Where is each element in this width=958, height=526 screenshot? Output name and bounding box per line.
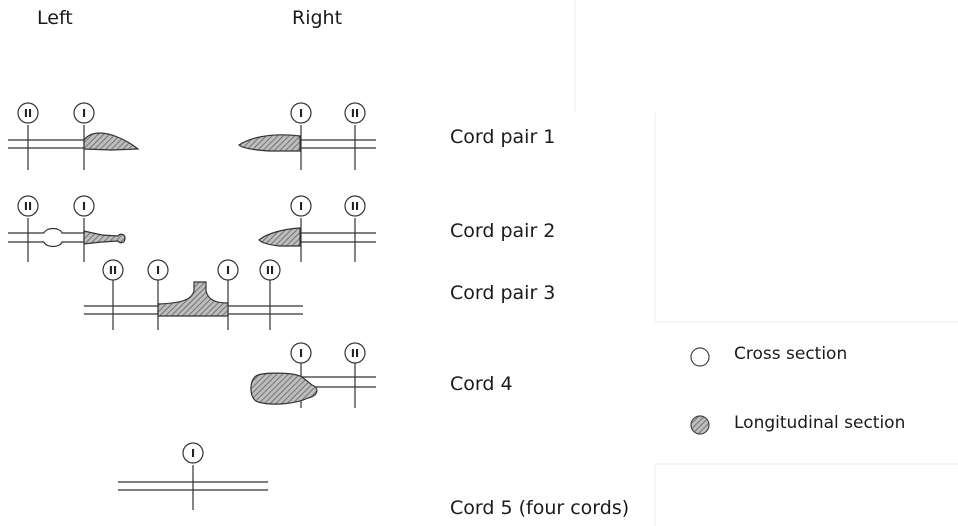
header-right: Right [292,7,343,29]
marker-single: I [82,107,86,120]
row-label-cord-5: Cord 5 (four cords) [450,497,630,519]
cord-pair-2-right [258,218,376,262]
marker-single: I [299,347,303,360]
longitudinal-section [83,132,140,151]
marker-double: II [351,107,359,120]
marker-double: II [109,264,117,277]
marker-single: I [191,447,195,460]
marker-single: I [82,200,86,213]
longitudinal-section [250,372,318,405]
row-label-cord-pair-2: Cord pair 2 [450,220,556,242]
marker-single: I [299,200,303,213]
marker-double: II [24,200,32,213]
cord-pair-1-right [238,125,376,170]
row-label-cord-pair-1: Cord pair 1 [450,126,556,148]
longitudinal-section [83,230,126,245]
marker-single: I [299,107,303,120]
panel-edges [574,0,958,526]
legend-longitudinal-section-label: Longitudinal section [734,413,906,433]
marker-single: I [156,264,160,277]
cross-section-icon [690,347,710,367]
cord-4 [250,362,376,408]
marker-double: II [266,264,274,277]
marker-double: II [24,107,32,120]
header-left: Left [37,7,73,29]
cord-pair-2-left [8,218,126,262]
cord-pair-3 [84,280,303,330]
cord-pair-1-left [8,125,140,170]
longitudinal-section [258,227,301,247]
row-label-cord-pair-3: Cord pair 3 [450,282,556,304]
row-label-cord-4: Cord 4 [450,373,513,395]
marker-single: I [226,264,230,277]
legend-cross-section-label: Cross section [734,344,848,364]
marker-double: II [351,200,359,213]
longitudinal-section [238,134,301,152]
cord-5 [118,465,268,510]
longitudinal-section [157,281,229,317]
longitudinal-section-icon [690,415,710,435]
section-markers [17,102,366,464]
marker-double: II [351,347,359,360]
